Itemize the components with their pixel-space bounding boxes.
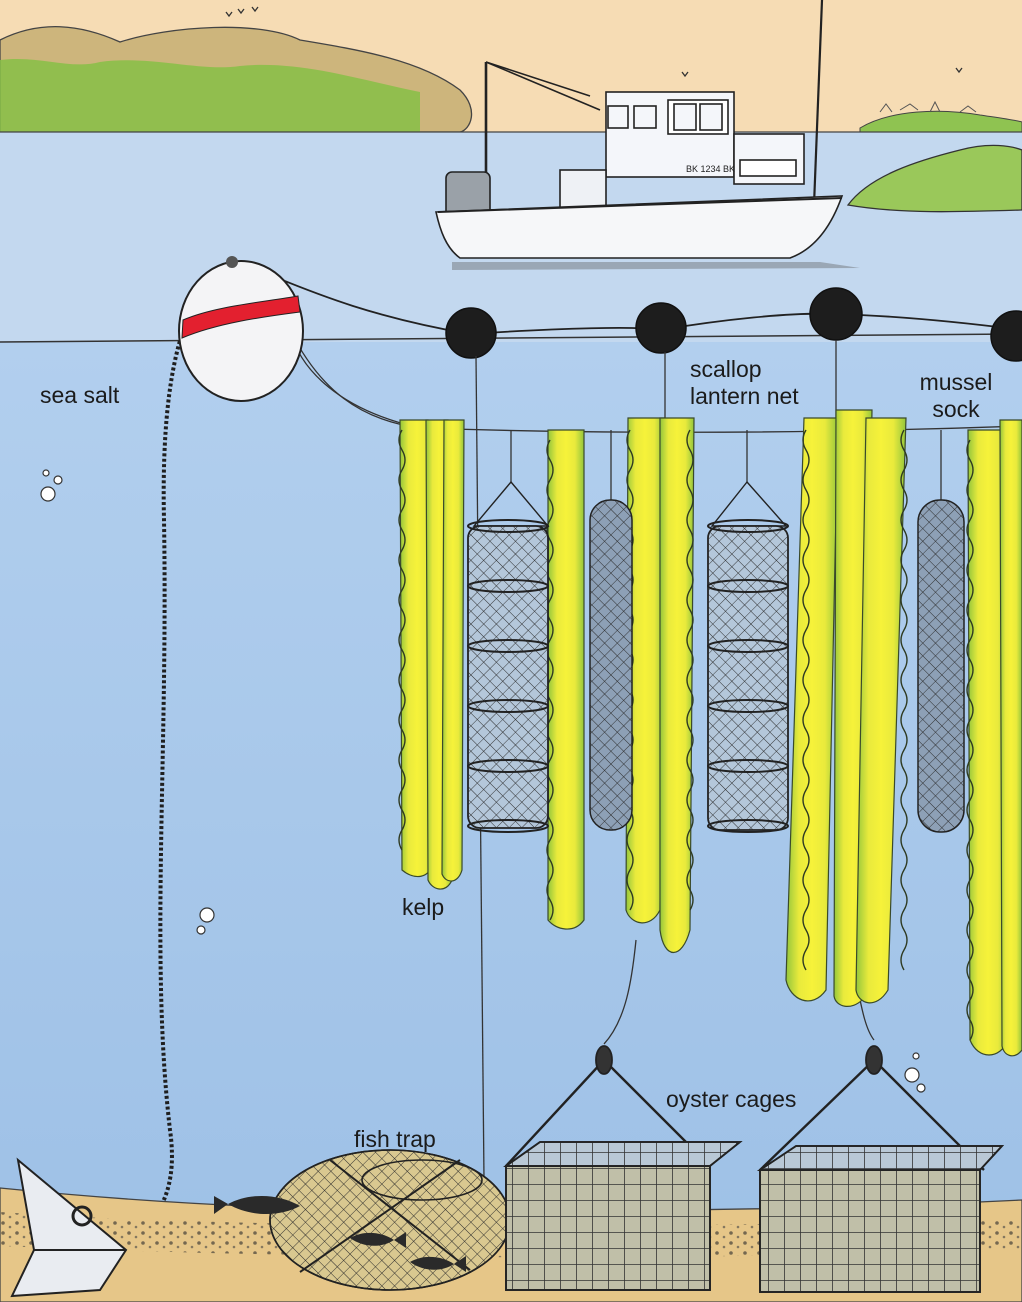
label-mussel-sock: mussel sock: [906, 369, 1006, 423]
label-sea-salt: sea salt: [40, 382, 120, 408]
label-fish-trap: fish trap: [354, 1126, 436, 1152]
boat: BK 1234 BK: [435, 0, 860, 270]
mussel-sock-left: [589, 499, 633, 831]
scallop-lantern-net-right: [707, 480, 789, 833]
label-scallop-line2: lantern net: [690, 383, 799, 409]
label-mussel-line1: mussel: [919, 369, 993, 395]
anchor: [10, 1157, 128, 1298]
oyster-cage-left: [503, 1045, 743, 1291]
label-scallop-lantern-net: scallop lantern net: [690, 356, 820, 410]
bubbles: [40, 469, 926, 1093]
kelp: [399, 409, 1022, 1057]
hills: [0, 26, 1022, 133]
mooring-buoy: [178, 256, 304, 402]
fish: [214, 1195, 466, 1272]
hull-marking: BK 1234 BK: [686, 164, 735, 174]
scallop-lantern-net-left: [467, 480, 550, 833]
fish-trap: [269, 1149, 511, 1291]
floats: [445, 287, 1022, 362]
label-mussel-line2: sock: [932, 396, 980, 422]
islet: [846, 144, 1022, 213]
label-oyster-cages: oyster cages: [666, 1086, 797, 1112]
label-kelp: kelp: [402, 894, 445, 920]
oyster-cage-right: [757, 1045, 1005, 1293]
birds: [225, 6, 963, 78]
mussel-sock-right: [917, 499, 965, 833]
label-scallop-line1: scallop: [690, 356, 762, 382]
